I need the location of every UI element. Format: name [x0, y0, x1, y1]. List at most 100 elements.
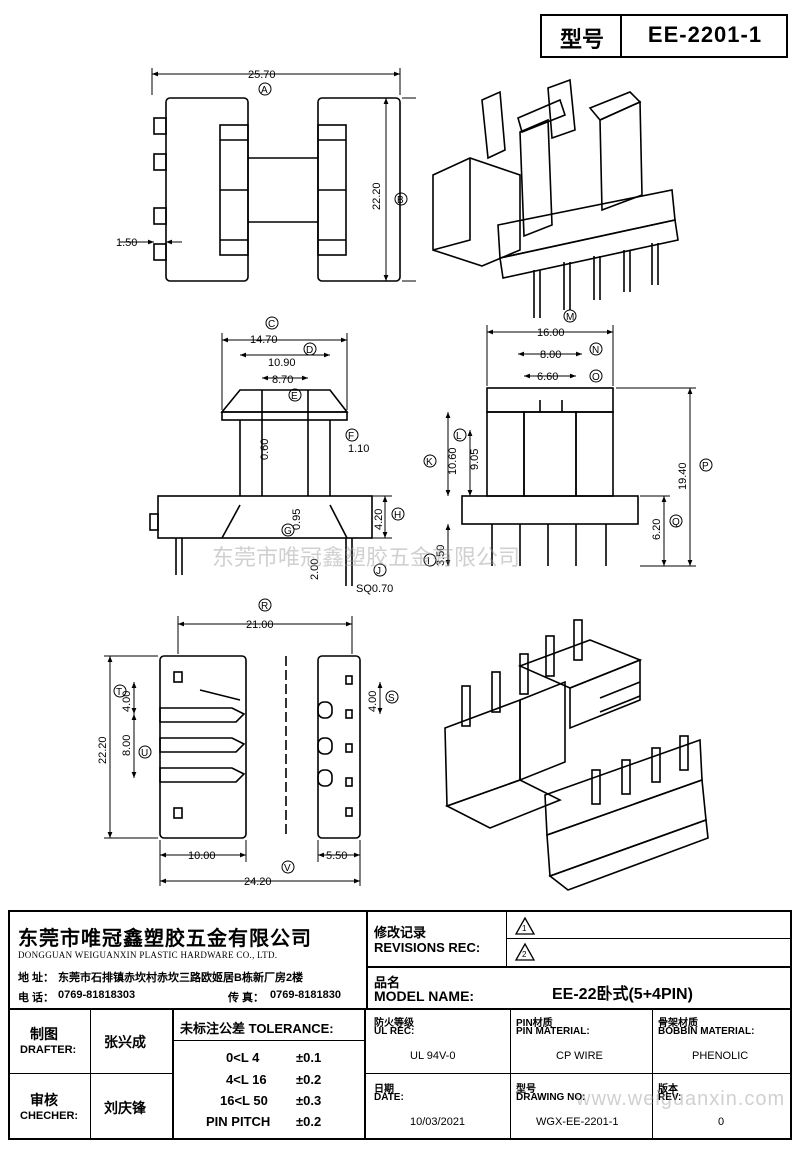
- tag-h: H: [394, 510, 401, 521]
- dim-bottom-10: 10.00: [188, 850, 216, 862]
- drafter-name: 张兴成: [104, 1034, 146, 1050]
- dim-l: 10.60: [447, 447, 459, 475]
- rev-value: 0: [718, 1116, 725, 1128]
- iso-view-bottom: [444, 619, 709, 891]
- dim-060: 0.60: [259, 439, 271, 460]
- dim-o: 6.60: [537, 371, 558, 383]
- dim-left-height: 22.20: [97, 736, 109, 764]
- drawing-label-en: DRAWING NO:: [516, 1092, 586, 1103]
- tag-m: M: [566, 312, 574, 323]
- tag-o: O: [592, 372, 600, 383]
- dim-c: 14.70: [250, 334, 278, 346]
- revision-1: 1: [522, 924, 527, 933]
- model-name: EE-22卧式(5+4PIN): [552, 986, 693, 1003]
- pin-value: CP WIRE: [556, 1050, 603, 1062]
- tol-range-2: 4<L 16: [226, 1072, 267, 1087]
- tag-d: D: [306, 345, 313, 356]
- tel: 0769-81818303: [58, 989, 136, 1001]
- header-divider: [620, 14, 622, 58]
- dim-s: 4.00: [367, 691, 379, 712]
- tol-val-1: ±0.1: [296, 1050, 322, 1065]
- technical-drawing: 25.70 A 22.20 B 1.50 14.70 C 10.90 D 8.7…: [97, 68, 713, 891]
- company-name-en: DONGGUAN WEIGUANXIN PLASTIC HARDWARE CO.…: [18, 950, 278, 960]
- tag-s: S: [388, 693, 395, 704]
- dim-sq: SQ0.70: [356, 583, 393, 595]
- ul-value: UL 94V-0: [410, 1050, 456, 1062]
- checker-label-en: CHECHER:: [20, 1110, 79, 1122]
- tag-n: N: [592, 345, 599, 356]
- pin-label-cn: PIN材质: [516, 1018, 553, 1029]
- tag-j: J: [376, 566, 381, 577]
- tag-b: B: [397, 195, 404, 206]
- model-label-cn: 品名: [374, 975, 401, 990]
- tag-i: I: [427, 556, 430, 567]
- drawing-value: WGX-EE-2201-1: [536, 1116, 619, 1128]
- dim-n: 8.00: [540, 349, 561, 361]
- iso-view-top: [432, 78, 679, 318]
- dim-p: 19.40: [677, 462, 689, 490]
- checker-label-cn: 审核: [30, 1092, 58, 1108]
- header-model-number: EE-2201-1: [647, 22, 763, 47]
- dim-top-height: 22.20: [371, 182, 383, 210]
- tag-a: A: [261, 85, 268, 96]
- dim-t: 4.00: [121, 691, 133, 712]
- watermark-corner: www.weiguanxin.com: [576, 1088, 786, 1110]
- drawing-label-cn: 型号: [516, 1084, 536, 1095]
- model-label-en: MODEL NAME:: [374, 988, 475, 1004]
- dim-h: 4.20: [373, 509, 385, 530]
- tag-p: P: [702, 461, 709, 472]
- drafter-label-cn: 制图: [30, 1026, 58, 1042]
- revision-2: 2: [522, 950, 527, 959]
- dim-top-width: 25.70: [248, 69, 276, 81]
- tolerance-label: 未标注公差 TOLERANCE:: [180, 1021, 334, 1036]
- dim-pin-offset: 1.50: [116, 237, 137, 249]
- front-view: [149, 389, 373, 586]
- revisions-label-en: REVISIONS REC:: [374, 940, 481, 955]
- dim-k: 9.05: [469, 449, 481, 470]
- fax-label: 传 真：: [228, 992, 265, 1004]
- tag-r: R: [261, 601, 268, 612]
- revisions-label-cn: 修改记录: [374, 925, 427, 940]
- tag-u: U: [141, 748, 148, 759]
- tol-range-1: 0<L 4: [226, 1050, 260, 1065]
- rev-label-cn: 版本: [658, 1084, 678, 1095]
- header-label: 型号: [559, 27, 604, 52]
- watermark-center: 东莞市唯冠鑫塑胶五金有限公司: [212, 545, 521, 570]
- tag-v: V: [284, 863, 291, 874]
- rev-label-en: REV:: [658, 1092, 682, 1103]
- ul-label-en: UL REC:: [374, 1026, 415, 1037]
- drafter-label-en: DRAFTER:: [20, 1044, 77, 1056]
- bobbin-label-cn: 骨架材质: [658, 1018, 698, 1029]
- bobbin-label-en: BOBBIN MATERIAL:: [658, 1026, 755, 1037]
- tag-g: G: [284, 526, 292, 537]
- dim-q: 6.20: [651, 519, 663, 540]
- bottom-view: [159, 655, 361, 839]
- tol-range-4: PIN PITCH: [206, 1114, 271, 1129]
- dim-r: 21.00: [246, 619, 274, 631]
- dim-u: 8.00: [121, 735, 133, 756]
- tol-range-3: 16<L 50: [220, 1093, 268, 1108]
- tag-q: Q: [672, 517, 680, 528]
- ul-label-cn: 防火等级: [374, 1018, 414, 1029]
- side-view: [461, 387, 639, 566]
- tag-f: F: [348, 431, 354, 442]
- title-block: [8, 910, 792, 1140]
- address: 东莞市石排镇赤坎村赤坎三路欧姬居B栋新厂房2楼: [58, 972, 304, 984]
- tag-l: L: [456, 431, 462, 442]
- dim-d: 10.90: [268, 357, 296, 369]
- dim-j: 2.00: [309, 559, 321, 580]
- checker-name: 刘庆锋: [104, 1100, 146, 1116]
- date-label-en: DATE:: [374, 1092, 404, 1103]
- tel-label: 电 话：: [18, 992, 55, 1004]
- company-name-cn: 东莞市唯冠鑫塑胶五金有限公司: [18, 928, 312, 950]
- revision-markers: [514, 916, 536, 961]
- top-view: [153, 97, 401, 282]
- dim-i: 3.50: [435, 545, 447, 566]
- pin-label-en: PIN MATERIAL:: [516, 1026, 590, 1037]
- tol-val-2: ±0.2: [296, 1072, 322, 1087]
- tag-k: K: [426, 457, 433, 468]
- tag-t: T: [116, 687, 122, 698]
- address-label: 地 址：: [18, 972, 55, 984]
- model-header-box: [540, 14, 788, 58]
- tol-val-3: ±0.3: [296, 1093, 322, 1108]
